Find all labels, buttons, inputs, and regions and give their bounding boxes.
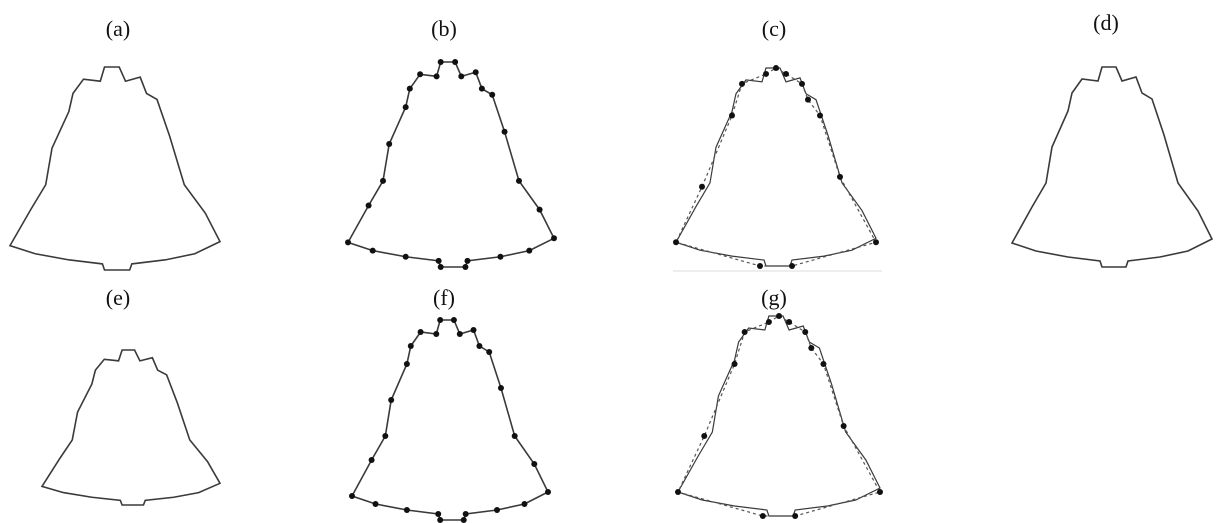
vertex-marker-f-9: [545, 489, 551, 495]
vertex-marker-f-15: [435, 511, 442, 517]
vertex-marker-c-12: [729, 112, 735, 119]
panel-label-c: (c): [761, 16, 787, 41]
vertex-marker-f-7: [511, 433, 518, 439]
bell-outline-e: [40, 349, 222, 506]
vertex-marker-b-19: [365, 202, 372, 209]
vertex-marker-f-1: [450, 317, 457, 323]
vertex-marker-c-6: [837, 173, 843, 180]
vertex-marker-b-22: [402, 104, 409, 111]
vertex-marker-b-13: [462, 264, 469, 270]
vertex-marker-b-8: [536, 206, 543, 213]
panel-label-a: (a): [105, 16, 131, 41]
bell-outline-g-approx: [677, 315, 881, 517]
vertex-marker-g-12: [731, 361, 738, 367]
panel-label-d: (d): [1093, 10, 1119, 35]
vertex-marker-b-20: [380, 177, 387, 184]
vertex-marker-f-6: [497, 385, 504, 391]
vertex-marker-b-4: [478, 85, 485, 92]
vertex-marker-f-0: [437, 317, 444, 323]
bell-outline-f: [350, 319, 550, 521]
vertex-marker-b-5: [489, 91, 496, 98]
vertex-marker-f-14: [437, 517, 444, 523]
vertex-marker-c-9: [757, 263, 763, 269]
vertex-marker-b-17: [369, 247, 376, 254]
vertex-marker-c-0: [763, 70, 769, 77]
vertex-marker-g-6: [840, 423, 847, 429]
vertex-marker-g-5: [820, 361, 827, 367]
vertex-marker-c-13: [739, 80, 745, 87]
vertex-marker-f-16: [403, 507, 410, 513]
vertex-marker-f-3: [470, 327, 477, 333]
vertex-marker-b-6: [501, 128, 508, 135]
vertex-marker-f-12: [462, 511, 469, 517]
vertex-marker-b-14: [437, 264, 444, 270]
panel-label-e: (e): [105, 285, 131, 310]
bell-outline-g-detailed: [677, 315, 881, 517]
vertex-marker-f-22: [403, 361, 410, 367]
vertex-marker-f-24: [417, 329, 424, 335]
vertex-marker-f-13: [460, 517, 467, 523]
panel-label-b: (b): [431, 16, 457, 41]
vertex-marker-b-0: [437, 59, 444, 65]
bell-outline-b: [346, 61, 556, 268]
vertex-marker-b-10: [526, 247, 533, 254]
vertex-marker-g-10: [675, 489, 681, 495]
vertex-marker-g-4: [808, 345, 815, 351]
vertex-marker-b-1: [452, 59, 459, 65]
panel-label-g: (g): [761, 285, 787, 310]
vertex-marker-g-0: [765, 319, 772, 325]
vertex-marker-g-3: [802, 329, 809, 335]
vertex-marker-b-3: [472, 69, 479, 76]
vertex-marker-f-23: [407, 343, 414, 349]
vertex-marker-f-11: [494, 507, 501, 513]
vertex-marker-b-15: [435, 257, 442, 264]
vertex-marker-b-21: [386, 141, 393, 147]
bell-outline-c-approx: [675, 67, 877, 267]
vertex-marker-c-7: [873, 239, 879, 246]
vertex-marker-b-7: [515, 177, 522, 184]
vertex-marker-g-13: [741, 329, 748, 335]
vertex-marker-b-23: [406, 85, 413, 92]
vertex-marker-b-16: [402, 253, 409, 260]
vertex-marker-f-4: [476, 343, 483, 349]
vertex-marker-f-19: [368, 457, 375, 463]
vertex-marker-b-11: [497, 253, 504, 260]
vertex-marker-g-2: [786, 319, 793, 325]
vertex-marker-c-1: [773, 65, 779, 71]
vertex-marker-f-17: [372, 501, 379, 507]
vertex-marker-c-11: [699, 183, 705, 190]
vertex-marker-c-5: [817, 112, 823, 119]
vertex-marker-c-3: [799, 80, 805, 87]
panel-label-f: (f): [433, 285, 455, 310]
vertex-marker-b-24: [417, 71, 424, 78]
bell-outline-a: [8, 66, 222, 271]
vertex-marker-b-12: [464, 257, 471, 264]
vertex-marker-f-8: [531, 461, 538, 467]
vertex-marker-f-5: [486, 349, 493, 355]
vertex-marker-f-25: [433, 331, 440, 337]
vertex-marker-f-20: [382, 433, 389, 439]
vertex-marker-g-7: [877, 489, 883, 495]
vertex-marker-c-8: [789, 263, 795, 269]
vertex-marker-b-18: [345, 239, 351, 246]
vertex-marker-f-21: [388, 397, 395, 403]
vertex-marker-f-18: [349, 493, 355, 499]
vertex-marker-c-2: [783, 70, 789, 77]
vertex-marker-b-2: [458, 73, 465, 80]
vertex-marker-g-11: [701, 433, 708, 439]
vertex-marker-g-8: [792, 513, 799, 519]
vertex-marker-c-10: [673, 239, 679, 246]
vertex-marker-c-4: [805, 96, 811, 103]
vertex-marker-f-10: [521, 501, 528, 507]
vertex-marker-f-2: [456, 331, 463, 337]
bell-outline-d: [1010, 66, 1214, 268]
vertex-marker-b-9: [551, 235, 557, 242]
bell-outline-c-detailed: [675, 67, 877, 267]
vertex-marker-b-25: [433, 73, 440, 80]
vertex-marker-g-9: [759, 513, 766, 519]
vertex-marker-g-1: [776, 313, 782, 319]
